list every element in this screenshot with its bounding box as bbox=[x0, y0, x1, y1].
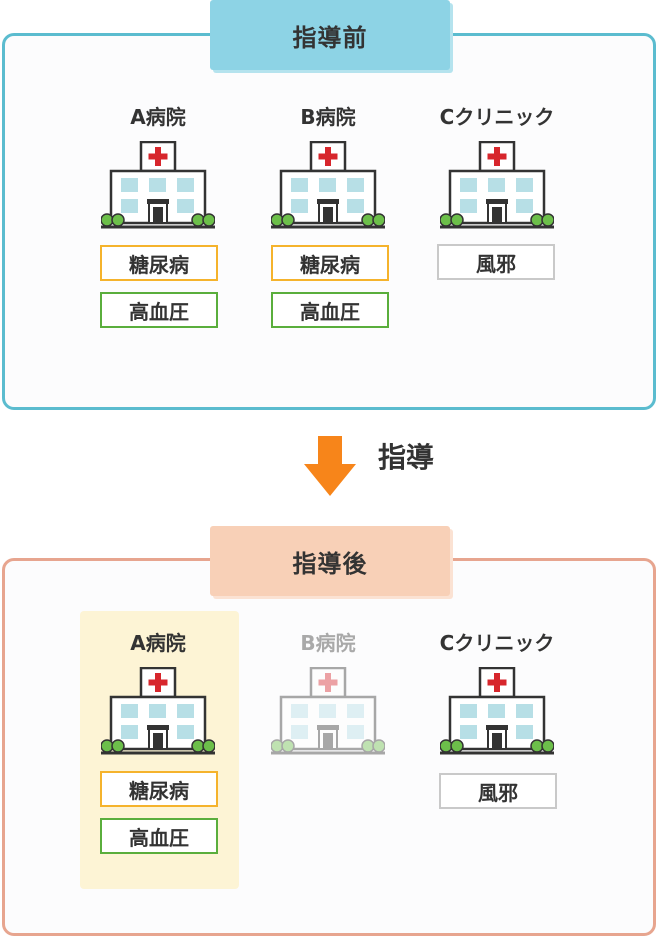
after-hospital-c: Cクリニック bbox=[427, 629, 567, 757]
hospital-building-icon bbox=[440, 667, 554, 755]
before-b-tag-diabetes: 糖尿病 bbox=[271, 245, 389, 281]
before-hospital-b: B病院 bbox=[258, 103, 398, 231]
hospital-name: B病院 bbox=[300, 631, 356, 655]
after-a-tag-hypertension: 高血圧 bbox=[100, 818, 218, 854]
hospital-name: A病院 bbox=[130, 105, 186, 129]
arrow-label: 指導 bbox=[378, 441, 435, 474]
before-b-tag-hypertension: 高血圧 bbox=[271, 292, 389, 328]
after-title: 指導後 bbox=[210, 526, 450, 596]
before-title: 指導前 bbox=[210, 0, 450, 70]
hospital-name: B病院 bbox=[300, 105, 356, 129]
after-c-tag-cold: 風邪 bbox=[439, 773, 557, 809]
hospital-name: Cクリニック bbox=[439, 631, 555, 655]
after-hospital-b: B病院 bbox=[258, 629, 398, 757]
before-c-tag-cold: 風邪 bbox=[437, 244, 555, 280]
hospital-building-icon bbox=[101, 667, 215, 755]
after-a-tag-diabetes: 糖尿病 bbox=[100, 771, 218, 807]
arrow-down-icon bbox=[304, 436, 356, 496]
before-a-tag-hypertension: 高血圧 bbox=[100, 292, 218, 328]
before-a-tag-diabetes: 糖尿病 bbox=[100, 245, 218, 281]
hospital-building-icon bbox=[271, 667, 385, 755]
hospital-building-icon bbox=[271, 141, 385, 229]
hospital-building-icon bbox=[101, 141, 215, 229]
hospital-building-icon bbox=[440, 141, 554, 229]
hospital-name: Cクリニック bbox=[439, 105, 555, 129]
before-hospital-c: Cクリニック bbox=[427, 103, 567, 231]
before-hospital-a: A病院 bbox=[88, 103, 228, 231]
after-hospital-a: A病院 bbox=[88, 629, 228, 757]
hospital-name: A病院 bbox=[130, 631, 186, 655]
